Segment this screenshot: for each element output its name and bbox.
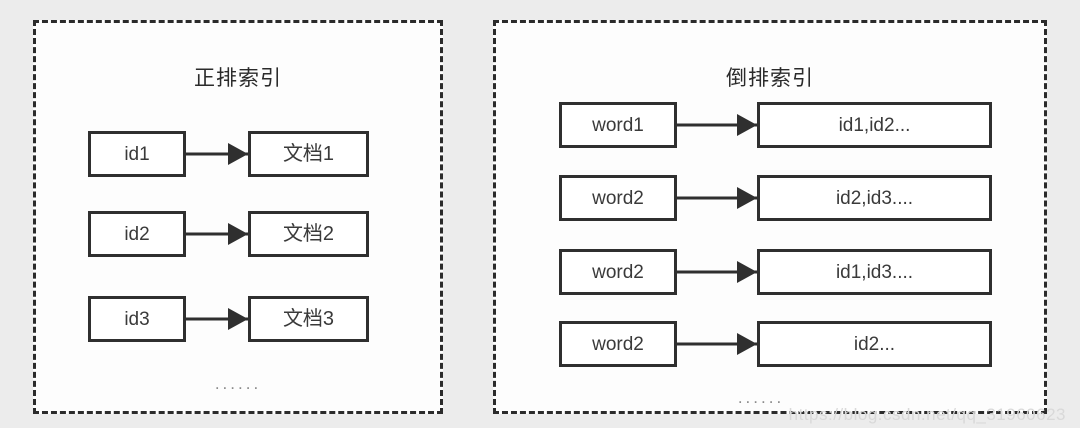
- mapping-row: id3 文档3: [88, 296, 369, 342]
- panel-forward-index: 正排索引 id1 文档1 id2 文档2 id3 文档3 .: [33, 20, 443, 414]
- value-node: 文档3: [248, 296, 369, 342]
- arrow-head: [228, 223, 248, 245]
- arrow-shaft: [677, 342, 757, 346]
- arrow-shaft: [677, 270, 757, 274]
- value-node: id1,id2...: [757, 102, 992, 148]
- value-node: 文档2: [248, 211, 369, 257]
- arrow-head: [737, 333, 757, 355]
- watermark: https://blog.csdn.net/qq_31960623: [788, 405, 1066, 424]
- mapping-row: word2 id2,id3....: [559, 175, 992, 221]
- arrow-head: [228, 143, 248, 165]
- arrow-shaft: [186, 232, 248, 236]
- panel-title-inverted-index: 倒排索引: [726, 67, 814, 90]
- panel-inverted-index: 倒排索引 word1 id1,id2... word2 id2,id3.... …: [493, 20, 1047, 414]
- key-node: id3: [88, 296, 186, 342]
- arrow-icon: [677, 102, 757, 148]
- ellipsis-more: ......: [737, 388, 785, 407]
- mapping-row: id1 文档1: [88, 131, 369, 177]
- arrow-icon: [186, 131, 248, 177]
- arrow-head: [737, 187, 757, 209]
- key-node: id2: [88, 211, 186, 257]
- mapping-row: id2 文档2: [88, 211, 369, 257]
- arrow-head: [228, 308, 248, 330]
- arrow-icon: [677, 321, 757, 367]
- value-node: id1,id3....: [757, 249, 992, 295]
- arrow-head: [737, 261, 757, 283]
- mapping-row: word1 id1,id2...: [559, 102, 992, 148]
- arrow-shaft: [677, 123, 757, 127]
- arrow-icon: [186, 296, 248, 342]
- arrow-icon: [186, 211, 248, 257]
- arrow-icon: [677, 249, 757, 295]
- key-node: word1: [559, 102, 677, 148]
- mapping-row: word2 id2...: [559, 321, 992, 367]
- arrow-shaft: [186, 152, 248, 156]
- key-node: word2: [559, 249, 677, 295]
- mapping-row: word2 id1,id3....: [559, 249, 992, 295]
- arrow-head: [737, 114, 757, 136]
- panel-title-forward-index: 正排索引: [194, 67, 282, 90]
- arrow-shaft: [677, 196, 757, 200]
- ellipsis-more: ......: [214, 374, 262, 393]
- arrow-shaft: [186, 317, 248, 321]
- key-node: word2: [559, 321, 677, 367]
- value-node: id2...: [757, 321, 992, 367]
- arrow-icon: [677, 175, 757, 221]
- value-node: id2,id3....: [757, 175, 992, 221]
- key-node: id1: [88, 131, 186, 177]
- value-node: 文档1: [248, 131, 369, 177]
- key-node: word2: [559, 175, 677, 221]
